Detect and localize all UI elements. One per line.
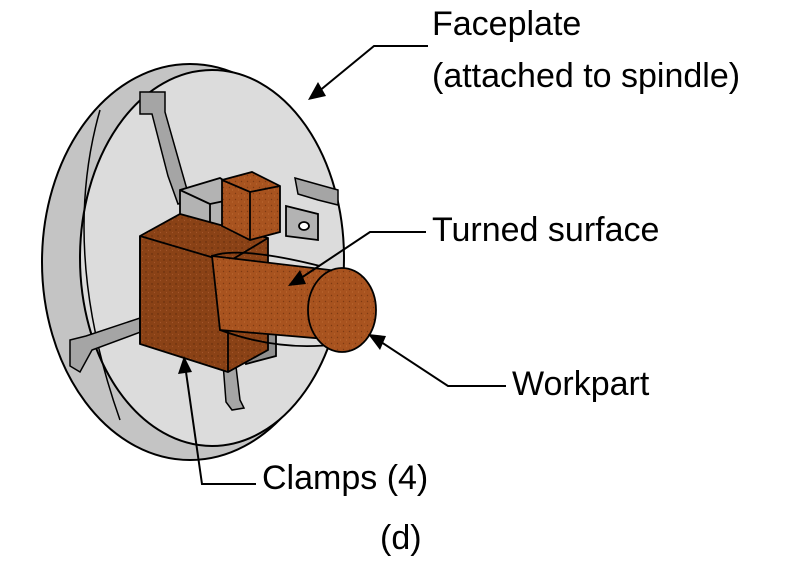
- faceplate-edge: [83, 109, 121, 421]
- clamps-label: Clamps (4): [262, 459, 429, 497]
- faceplate-arrowhead: [308, 82, 326, 100]
- faceplate-label-line1: Faceplate: [432, 5, 582, 43]
- workpart-end-face: [307, 267, 377, 353]
- slot-right: [294, 176, 339, 206]
- clamps-leader: [185, 371, 256, 485]
- turned-surface-leader: [297, 231, 426, 281]
- turned-surface-label: Turned surface: [432, 211, 660, 249]
- workpart-label: Workpart: [512, 365, 650, 403]
- subfigure-label: (d): [380, 519, 422, 557]
- leaders: [178, 45, 506, 485]
- workpart-arrowhead: [368, 334, 386, 350]
- turned-surface-arrowhead: [288, 270, 306, 286]
- faceplate-label-line2: (attached to spindle): [432, 57, 741, 95]
- clamps-arrowhead: [178, 356, 192, 374]
- slot-lower-left: [69, 317, 148, 374]
- faceplate-leader: [317, 45, 428, 93]
- workpart: [139, 171, 377, 373]
- clamp-right: [285, 204, 319, 242]
- workpart-upper-jaw: [221, 171, 281, 241]
- workpart-leader: [377, 339, 506, 387]
